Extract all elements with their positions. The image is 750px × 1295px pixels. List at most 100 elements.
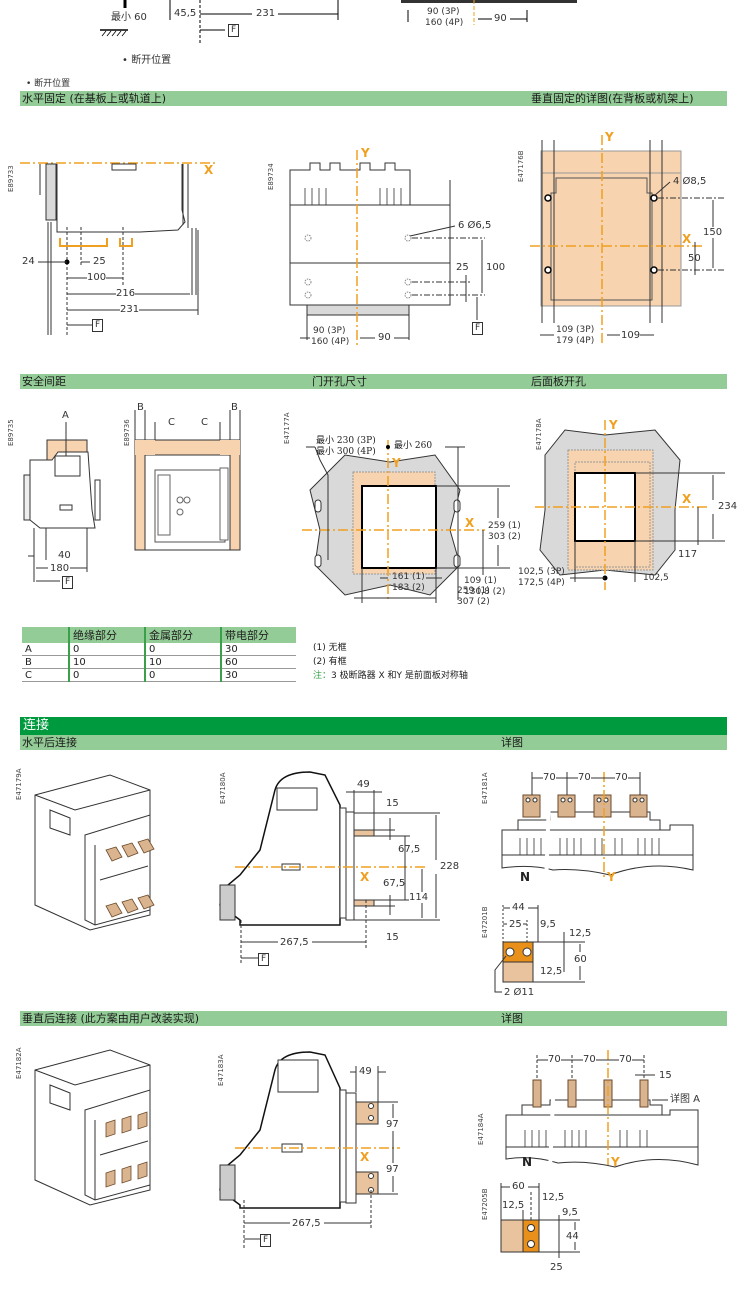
label-b-left: B <box>137 402 144 413</box>
connection-section-title: 连接 <box>20 717 727 735</box>
dim-117: 117 <box>678 549 698 560</box>
hconn-iso-drawing <box>34 774 155 931</box>
fig-front-mounting: E89734 Y 6 Ø6,5 25 100 90 (3P) 160 (4P) … <box>260 130 510 350</box>
dim-25: 25 <box>509 919 522 930</box>
dim-97-top: 97 <box>386 1119 399 1130</box>
axis-x-label: X <box>204 163 214 177</box>
dim-67-5-top: 67,5 <box>398 844 421 855</box>
vertical-mounting-drawing <box>530 135 725 345</box>
dim-12-5-left: 12,5 <box>502 1200 525 1211</box>
dim-24: 24 <box>22 256 35 267</box>
door-cutout-title: 门开孔尺寸 <box>312 375 367 388</box>
holes-6-d6-5: 6 Ø6,5 <box>458 220 492 231</box>
dim-12-5-right: 12,5 <box>542 1192 565 1203</box>
table-cell: C <box>22 668 69 682</box>
vconn-iso-drawing <box>34 1049 151 1206</box>
fig-vconn-top: E47184A 70 70 70 15 详图 A N Y <box>470 1035 750 1171</box>
legend-line-2: (2) 有框 <box>313 657 347 667</box>
fig-hconn-detail-code: E47201B <box>481 906 489 939</box>
dim-150: 150 <box>703 227 723 238</box>
rear-panel-title: 后面板开孔 <box>531 375 586 388</box>
f-label: F <box>258 953 270 966</box>
fig-rear-cutout: E47178A Y X 234 117 102,5 (3P) 172,5 (4P… <box>510 400 750 600</box>
dim-25: 25 <box>93 256 106 267</box>
dim-259-1: 259 (1) <box>488 521 521 531</box>
fig-vertical-code: E47176B <box>517 150 525 183</box>
dim-231: 231 <box>120 304 140 315</box>
note-text: 3 极断路器 X 和Y 是前面板对称轴 <box>331 671 468 681</box>
top-fragment-drawing <box>100 0 577 45</box>
label-n: N <box>520 870 531 884</box>
table-cell: 10 <box>144 655 221 669</box>
front-mounting-drawing <box>289 150 485 345</box>
table-cell: 0 <box>144 668 221 682</box>
table-cell: 0 <box>68 643 145 656</box>
axis-y-label: Y <box>611 1155 620 1169</box>
holes-2-d11: 2 Ø11 <box>504 987 535 998</box>
dim-161-1: 161 (1) <box>392 572 425 582</box>
fig-top-clearance-code: E89736 <box>123 419 131 446</box>
table-cell: 0 <box>144 643 221 656</box>
label-a: A <box>62 410 69 421</box>
legend-note: 注：3 极断路器 X 和Y 是前面板对称轴 <box>313 669 468 683</box>
dim-9-5: 9,5 <box>540 919 556 930</box>
fig-top-clearance: E89736 B C C B <box>123 400 260 560</box>
clearance-table: 绝缘部分 金属部分 带电部分 A 0 0 30 B 10 10 60 C 0 0… <box>22 627 296 682</box>
dim-15-bottom: 15 <box>386 932 399 943</box>
side-clearance-drawing <box>23 422 101 582</box>
disconnect-note-text: 断开位置 <box>131 55 172 66</box>
vertical-detail-title: 详图 <box>501 1012 523 1025</box>
vconn-side-drawing <box>219 1051 400 1248</box>
dim-109-3p: 109 (3P) <box>556 325 595 335</box>
legend: (1) 无框 (2) 有框 注：3 极断路器 X 和Y 是前面板对称轴 <box>313 641 468 683</box>
fig-side-clearance-code: E89735 <box>7 419 15 446</box>
table-cell: 60 <box>220 655 296 669</box>
horizontal-connection-header: 水平后连接 详图 <box>20 735 727 750</box>
dim-160-4p: 160 (4P) <box>311 337 350 347</box>
dim-216: 216 <box>116 288 136 299</box>
mounting-section-header: 水平固定 (在基板上或轨道上) 垂直固定的详图(在背板或机架上) <box>20 91 727 106</box>
fig-horizontal-mounting: E89733 X 24 25 100 216 231 F <box>0 110 250 350</box>
dim-70-2: 70 <box>583 1054 596 1065</box>
door-cutout-drawing <box>302 440 510 603</box>
dim-114: 114 <box>409 892 429 903</box>
f-label: F <box>62 576 74 589</box>
table-cell: 30 <box>220 643 296 656</box>
dim-44: 44 <box>566 1231 579 1242</box>
fig-hconn-top-code: E47181A <box>481 772 489 804</box>
fig-hconn-side-code: E47180A <box>219 772 227 804</box>
door-dim-259-1: 259 (1) <box>457 586 490 596</box>
dim-303-2: 303 (2) <box>488 532 521 542</box>
fig-vconn-side-code: E47183A <box>217 1054 225 1086</box>
fig-door-code: E47177A <box>283 412 291 444</box>
fig-vconn-detail-code: E47205B <box>481 1188 489 1221</box>
fig-vertical-mounting: E47176B Y X 4 Ø8,5 150 50 109 (3P) 179 (… <box>510 120 750 350</box>
axis-x-label: X <box>360 870 370 884</box>
dim-102-5: 102,5 <box>643 573 669 583</box>
axis-x-label: X <box>360 1150 370 1164</box>
dim-267-5: 267,5 <box>280 937 309 948</box>
hconn-top-drawing <box>501 769 694 886</box>
table-row: C 0 0 30 <box>22 668 296 682</box>
note-prefix: 注： <box>313 671 332 681</box>
dim-90-3p: 90 (3P) <box>313 326 346 336</box>
axis-x-label: X <box>682 232 692 246</box>
dim-25: 25 <box>456 262 469 273</box>
dim-97-bottom: 97 <box>386 1164 399 1175</box>
axis-x-label: X <box>465 516 475 530</box>
axis-y-label: Y <box>361 146 370 160</box>
fig-side-clearance: E89735 A 40 180 F <box>0 400 130 590</box>
dim-130-8-2: 130,8 (2) <box>464 587 506 597</box>
vconn-detail-drawing <box>500 1183 580 1258</box>
dim-44: 44 <box>512 902 525 913</box>
dim-50: 50 <box>688 253 701 264</box>
dim-49: 49 <box>359 1066 372 1077</box>
table-cell: A <box>22 643 69 656</box>
axis-x-label: X <box>682 492 692 506</box>
fig-vconn-iso-code: E47182A <box>15 1047 23 1079</box>
dim-231: 231 <box>256 8 276 19</box>
fig-vconn-iso: E47182A <box>0 1035 200 1215</box>
axis-y-label: Y <box>607 870 616 884</box>
table-header <box>22 627 69 643</box>
legend-line-1: (1) 无框 <box>313 643 347 653</box>
